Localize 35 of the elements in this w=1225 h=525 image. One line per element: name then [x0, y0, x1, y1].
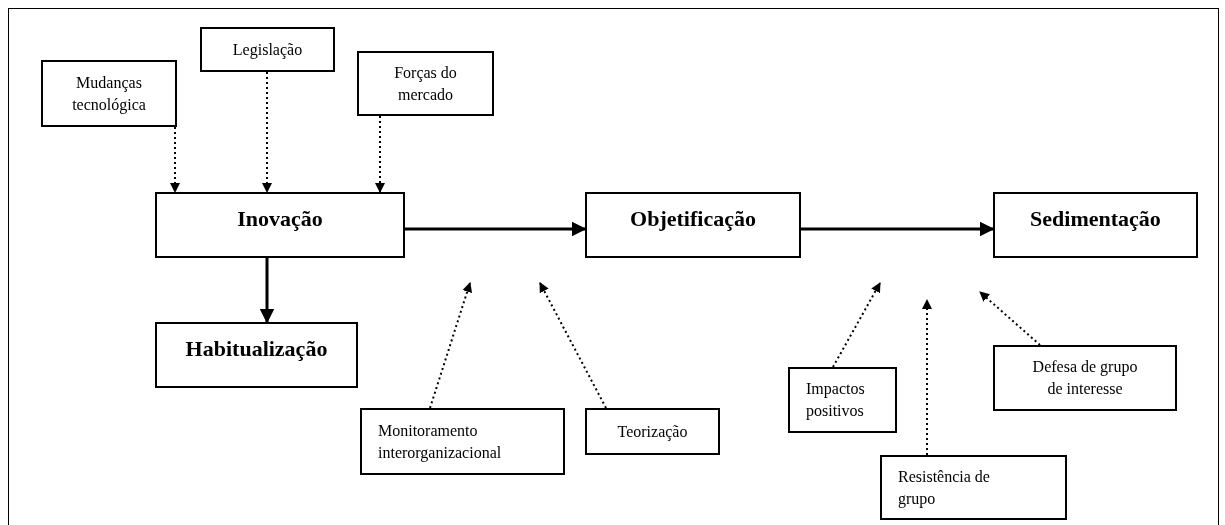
- process-box: [585, 192, 801, 258]
- arrow: [170, 126, 180, 193]
- process-box: [155, 322, 358, 388]
- box-label: Impactos positivos: [806, 379, 866, 422]
- arrow: [259, 258, 275, 324]
- process-box: [357, 51, 494, 116]
- arrow: [922, 299, 932, 456]
- arrow: [979, 291, 1041, 346]
- arrow: [262, 71, 272, 193]
- box-label: Legislação: [232, 39, 303, 61]
- process-box: [200, 27, 335, 72]
- process-box: [788, 367, 897, 433]
- process-box: [585, 408, 720, 455]
- box-label: Teorização: [617, 421, 688, 443]
- box-label: Sedimentação: [1030, 205, 1161, 233]
- box-label: Mudanças tecnológica: [71, 72, 147, 116]
- arrow: [539, 282, 607, 409]
- process-box: [41, 60, 177, 127]
- box-label: Objetificação: [630, 205, 756, 233]
- box-label: Habitualização: [185, 335, 328, 363]
- box-label: Forças do mercado: [393, 62, 458, 105]
- arrow: [429, 282, 472, 409]
- process-box: [155, 192, 405, 258]
- arrow: [375, 115, 385, 193]
- box-label: Inovação: [237, 205, 323, 233]
- process-box: [993, 345, 1177, 411]
- arrow: [405, 221, 587, 237]
- box-label: Monitoramento interorganizacional: [378, 420, 503, 464]
- box-label: Resistência de grupo: [898, 466, 991, 510]
- process-box: [993, 192, 1198, 258]
- process-box: [880, 455, 1067, 520]
- arrow: [832, 282, 881, 368]
- process-box: [360, 408, 565, 475]
- arrow: [801, 221, 995, 237]
- box-label: Defesa de grupo de interesse: [1031, 357, 1139, 399]
